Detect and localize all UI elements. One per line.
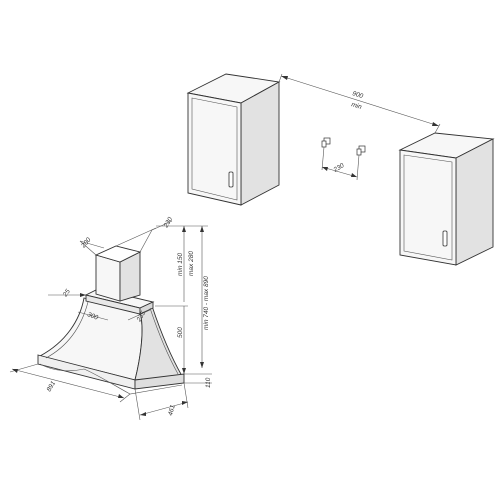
bracket-spacing-label: 230	[332, 162, 346, 174]
total-height-label: min 740 - max 890	[203, 276, 210, 330]
spacing-extension-right	[434, 123, 441, 134]
spacing-arrow-right	[432, 122, 439, 126]
hood-front-decoration	[45, 301, 89, 359]
collar-depth-dim-line	[127, 309, 151, 321]
hood-side-decoration	[149, 307, 179, 375]
width-ext-right	[119, 393, 131, 403]
depth-ext-right	[183, 382, 189, 409]
depth-ext-left	[134, 388, 141, 421]
width-ext-left	[9, 363, 39, 373]
right-cabinet-side	[455, 138, 494, 266]
left-cabinet-front	[187, 92, 242, 206]
left-wall-bracket	[321, 137, 331, 148]
chimney-height-max-label: max 280	[188, 251, 195, 276]
right-cabinet-door-panel	[403, 154, 453, 261]
depth-dim-line	[139, 401, 189, 416]
right-wall-bracket	[356, 145, 366, 156]
bracket-dimension-line	[321, 166, 358, 178]
chimney-offset-arrow	[80, 293, 86, 297]
chimney-width-ext-left	[79, 240, 97, 256]
bracket-arrow-right	[351, 173, 357, 177]
chimney-depth-ext-2	[115, 227, 157, 247]
chimney-offset-label: 25	[61, 288, 72, 299]
total-height-arrow-bottom	[200, 362, 204, 368]
spacing-arrow-left	[281, 76, 288, 80]
chimney-front	[95, 254, 121, 302]
cabinet-spacing-dimension: 900 min	[278, 73, 441, 134]
width-arrow-right	[118, 394, 124, 398]
depth-arrow-right	[182, 401, 188, 405]
left-cabinet-door-panel	[191, 97, 238, 201]
chimney-depth-label: 230	[162, 216, 174, 230]
right-wall-cabinet	[398, 132, 495, 266]
collar-width-label: 300	[86, 311, 99, 321]
chimney-height-arrow-top	[182, 226, 186, 232]
bracket-extension-right	[356, 154, 360, 181]
right-cabinet-front	[399, 149, 457, 266]
body-height-label: 500	[177, 327, 184, 338]
left-wall-cabinet	[186, 73, 281, 206]
chimney-height-min-label: min 150	[177, 252, 184, 276]
bracket-arrow-left	[322, 167, 328, 171]
total-height-arrow-top	[200, 226, 204, 232]
collar-width-dim-line	[77, 311, 109, 321]
width-arrow-left	[12, 369, 18, 373]
spacing-value-label: 900	[351, 90, 364, 100]
left-cabinet-side	[240, 81, 280, 206]
body-height-arrow-bottom	[182, 368, 186, 374]
width-dim-line	[11, 368, 125, 399]
spacing-min-label: min	[350, 101, 362, 111]
wall-brackets: 230	[321, 137, 366, 181]
spacing-extension-left	[278, 73, 283, 83]
right-cabinet-handle	[442, 230, 448, 247]
chimney-depth-ext	[139, 229, 153, 253]
chimney-width-label: 200	[80, 236, 93, 250]
left-cabinet-handle	[228, 171, 234, 188]
hood-collar-side	[139, 301, 154, 315]
depth-label: 461	[167, 404, 177, 417]
depth-arrow-left	[140, 412, 146, 416]
bracket-extension-left	[321, 146, 325, 171]
chimney-hood	[37, 245, 185, 395]
spacing-dimension-line	[280, 75, 440, 127]
width-label: 891	[46, 380, 58, 393]
chimney-width-dim-line	[79, 240, 105, 249]
base-height-label: 110	[205, 377, 212, 388]
hood-base-molding	[39, 363, 183, 395]
